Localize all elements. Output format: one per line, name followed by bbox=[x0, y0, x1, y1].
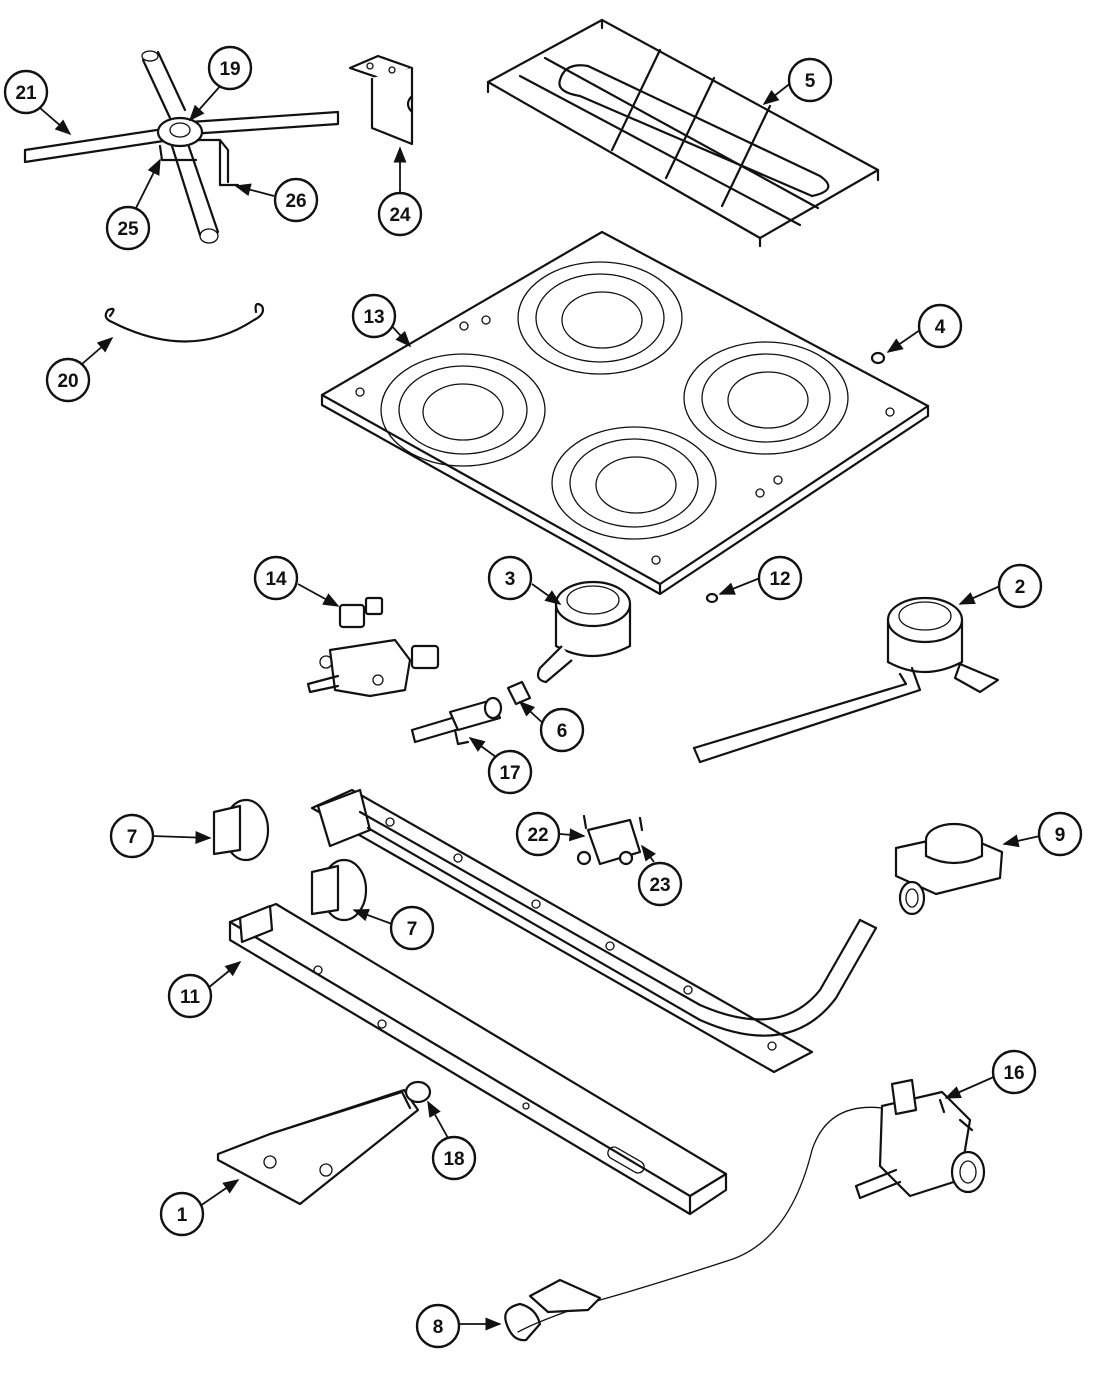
svg-text:5: 5 bbox=[805, 71, 816, 92]
svg-text:17: 17 bbox=[499, 763, 520, 784]
svg-text:18: 18 bbox=[443, 1149, 464, 1170]
callout-7: 7 bbox=[389, 905, 435, 951]
thermocouple-part-9 bbox=[504, 1106, 883, 1342]
burner-base-part-1 bbox=[216, 1088, 420, 1206]
svg-text:2: 2 bbox=[1015, 577, 1026, 598]
svg-text:26: 26 bbox=[285, 191, 306, 212]
callout-17: 17 bbox=[487, 749, 533, 795]
callout-25: 25 bbox=[105, 205, 151, 251]
bracket-part-12 bbox=[228, 902, 728, 1216]
callout-24: 24 bbox=[377, 191, 423, 237]
svg-text:22: 22 bbox=[527, 825, 548, 846]
svg-text:20: 20 bbox=[57, 371, 78, 392]
callout-22: 22 bbox=[515, 811, 561, 857]
callout-26: 26 bbox=[273, 177, 319, 223]
svg-text:6: 6 bbox=[557, 721, 568, 742]
svg-text:23: 23 bbox=[649, 875, 670, 896]
svg-text:1: 1 bbox=[177, 1205, 188, 1226]
regulator-part-11 bbox=[894, 822, 1004, 916]
knob-part-7 bbox=[310, 858, 368, 922]
callout-19: 19 bbox=[207, 45, 253, 91]
callout-3: 3 bbox=[487, 555, 533, 601]
valve-part-16 bbox=[854, 1078, 986, 1200]
svg-text:21: 21 bbox=[15, 83, 37, 104]
burner-part-2 bbox=[692, 596, 1000, 764]
svg-text:9: 9 bbox=[1055, 825, 1066, 846]
valve-part-17 bbox=[410, 696, 503, 746]
callout-16: 16 bbox=[991, 1049, 1037, 1095]
callout-2: 2 bbox=[997, 563, 1043, 609]
svg-text:16: 16 bbox=[1003, 1063, 1024, 1084]
callout-4: 4 bbox=[917, 303, 963, 349]
grate-spider-part bbox=[23, 50, 340, 244]
bracket-part-24 bbox=[348, 54, 414, 146]
nozzle-part-18 bbox=[404, 1080, 432, 1104]
callout-15: 13 bbox=[351, 293, 397, 339]
svg-text:7: 7 bbox=[407, 919, 418, 940]
svg-text:13: 13 bbox=[363, 307, 384, 328]
svg-text:25: 25 bbox=[117, 219, 139, 240]
orifice-part-6 bbox=[506, 680, 532, 706]
svg-text:24: 24 bbox=[389, 205, 411, 226]
callout-11: 9 bbox=[1037, 811, 1083, 857]
manifold-assembly bbox=[310, 788, 878, 1074]
callout-20: 21 bbox=[3, 69, 49, 115]
svg-text:8: 8 bbox=[433, 1317, 444, 1338]
fastener-part-13 bbox=[705, 592, 719, 604]
svg-text:14: 14 bbox=[265, 569, 287, 590]
burner-part-3 bbox=[536, 580, 632, 684]
callout-21: 20 bbox=[45, 357, 91, 403]
grate-part-5 bbox=[486, 18, 880, 248]
callout-12: 11 bbox=[167, 973, 213, 1019]
fastener-part-4 bbox=[870, 351, 886, 365]
cooktop-part-15 bbox=[320, 230, 930, 596]
callout-5: 5 bbox=[787, 57, 833, 103]
callout-1: 1 bbox=[159, 1191, 205, 1237]
callout-14: 14 bbox=[253, 555, 299, 601]
valve-part-14 bbox=[306, 596, 440, 698]
callout-9: 8 bbox=[415, 1303, 461, 1349]
callout-23: 23 bbox=[637, 861, 683, 907]
svg-text:4: 4 bbox=[935, 317, 946, 338]
svg-text:11: 11 bbox=[180, 987, 201, 1008]
svg-text:3: 3 bbox=[505, 569, 516, 590]
svg-text:12: 12 bbox=[769, 569, 790, 590]
callout-8: 7 bbox=[109, 813, 155, 859]
leader-lines bbox=[39, 81, 1041, 1331]
valve-part-22-23 bbox=[576, 814, 644, 866]
svg-text:19: 19 bbox=[219, 59, 240, 80]
callout-18: 18 bbox=[431, 1135, 477, 1181]
callout-6: 6 bbox=[539, 707, 585, 753]
callout-13: 12 bbox=[757, 555, 803, 601]
svg-text:7: 7 bbox=[127, 827, 138, 848]
knob-part-8 bbox=[212, 798, 270, 862]
spring-clip-part-21 bbox=[104, 302, 265, 343]
